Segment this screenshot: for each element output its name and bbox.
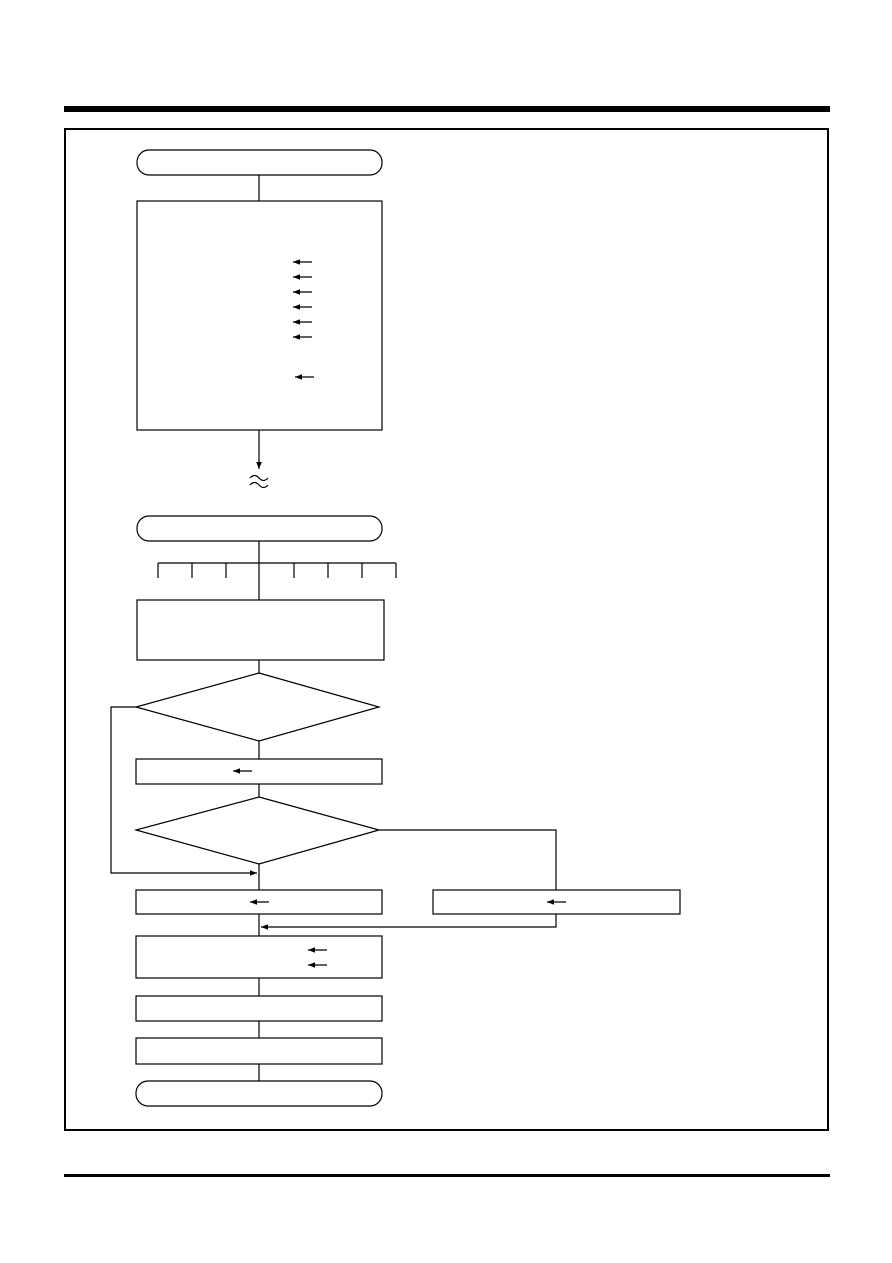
start-terminator-2: [136, 515, 383, 542]
bypass-line: [110, 706, 257, 876]
top-rule: [64, 106, 830, 112]
init-process-box: [135, 935, 383, 979]
bottom-rule: [64, 1174, 830, 1177]
figure-frame: [64, 128, 829, 1131]
process-box-a: [135, 758, 383, 785]
merge-line: [261, 914, 557, 930]
main-box-arrows: [293, 259, 314, 380]
right-branch-line: [379, 829, 557, 890]
decision-2: [133, 796, 382, 865]
start-terminator-1: [136, 149, 383, 176]
process-box-e: [135, 1037, 383, 1065]
main-process-box: [136, 200, 383, 431]
branch-ticks: [157, 562, 397, 578]
end-terminator: [135, 1080, 383, 1107]
setup-process-box: [136, 599, 385, 661]
decision-1: [133, 672, 382, 742]
process-box-d: [135, 995, 383, 1022]
break-mark-icon: [249, 474, 269, 489]
